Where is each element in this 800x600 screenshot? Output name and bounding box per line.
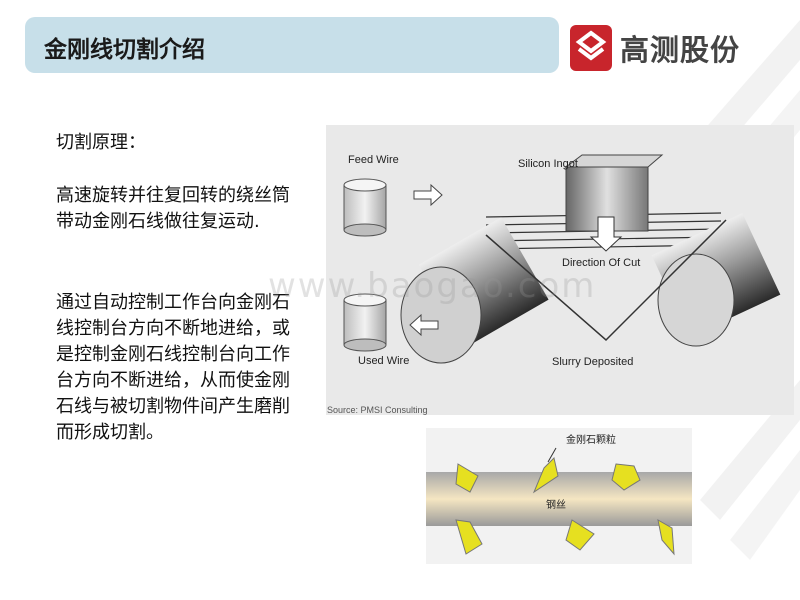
label-direction-of-cut: Direction Of Cut	[562, 257, 640, 269]
principle-heading: 切割原理：	[56, 132, 146, 153]
right-roller	[651, 213, 781, 347]
label-steel-wire: 钢丝	[546, 498, 566, 511]
watermark: www.baogao.com	[268, 266, 597, 306]
label-slurry-deposited: Slurry Deposited	[552, 356, 633, 368]
label-diamond-particles: 金刚石颗粒	[566, 433, 616, 446]
principle-paragraph-2: 通过自动控制工作台向金刚石线控制台方向不断地进给，或是控制金刚石线控制台向工作台…	[56, 292, 290, 443]
diamond-particles	[455, 457, 675, 556]
used-wire-spool	[343, 293, 387, 352]
wire-saw-diagram: Feed Wire Silicon Ingot Direction Of Cut…	[326, 125, 794, 415]
diagram-source: Source: PMSI Consulting	[327, 405, 428, 415]
company-logo-icon	[570, 25, 612, 71]
company-logo-text: 高测股份	[620, 33, 741, 67]
principle-paragraph-1: 高速旋转并往复回转的绕丝筒带动金刚石线做往复运动.	[56, 185, 290, 232]
slide-title: 金刚线切割介绍	[44, 37, 205, 63]
left-roller	[400, 217, 549, 364]
diamond-wire-figure: 金刚石颗粒 钢丝	[426, 428, 692, 564]
label-silicon-ingot: Silicon Ingot	[518, 158, 578, 170]
label-feed-wire: Feed Wire	[348, 154, 399, 166]
label-used-wire: Used Wire	[358, 355, 409, 367]
title-bar	[25, 17, 559, 73]
feed-wire-spool	[343, 178, 387, 237]
